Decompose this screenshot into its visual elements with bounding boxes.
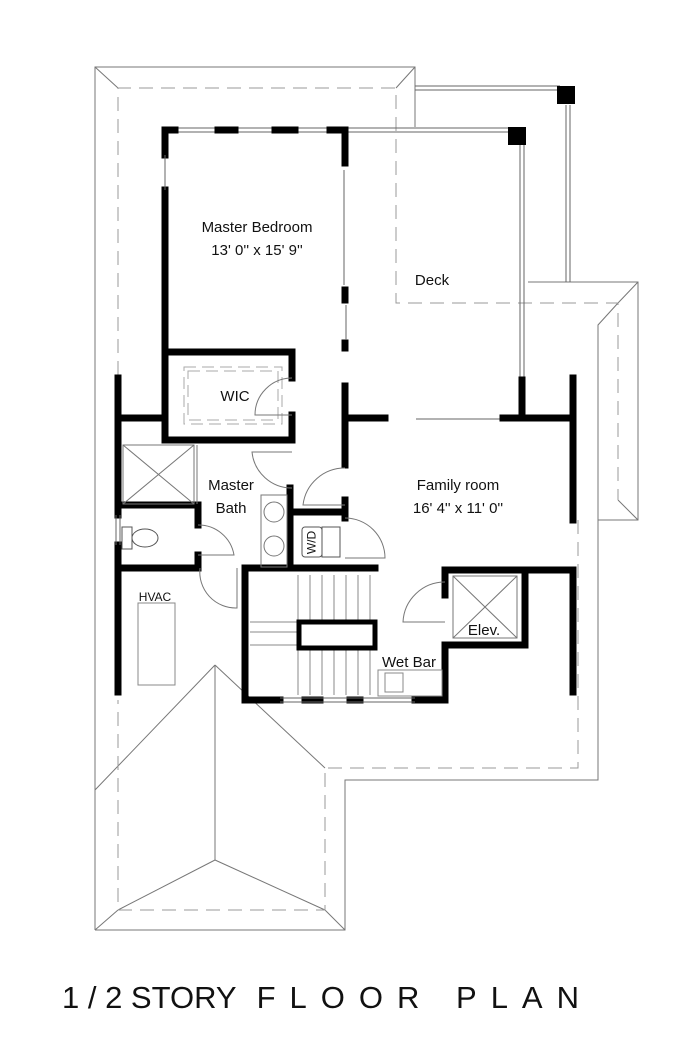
master-bedroom-name: Master Bedroom (201, 219, 313, 236)
wet-bar-counter (377, 669, 443, 697)
family-room-size: 16' 4'' x 11' 0'' (412, 500, 504, 517)
master-bath-line2: Bath (215, 500, 247, 517)
master-bath-line1: Master (208, 477, 254, 494)
door-swings (197, 377, 446, 623)
walls (114, 126, 577, 704)
shower (122, 444, 198, 505)
plan-title: 1 / 2 STORY FLOOR PLAN (62, 980, 593, 1016)
wet-bar-label: Wet Bar (382, 654, 436, 671)
plan-title-part2: FLOOR PLAN (256, 980, 593, 1015)
elevator-shaft (452, 575, 518, 639)
washer-dryer (301, 526, 341, 558)
wic-shelving (183, 366, 283, 425)
toilet-icon (121, 526, 159, 550)
washer-dryer-label: W/D (304, 530, 319, 555)
roof-outline (94, 66, 639, 931)
hvac-label: HVAC (138, 590, 172, 604)
deck-posts (508, 86, 575, 145)
wic-label: WIC (220, 388, 250, 405)
roof-dashed-lines (117, 87, 619, 911)
family-room-name: Family room (416, 477, 500, 494)
elevator-label: Elev. (467, 622, 501, 639)
deck-label: Deck (414, 272, 450, 289)
stairs (250, 575, 371, 695)
hvac-unit (137, 602, 176, 686)
family-room-label: Family room 16' 4'' x 11' 0'' (413, 474, 503, 520)
master-bath-label: Master Bath (208, 474, 254, 520)
stair-center-wall (296, 619, 378, 651)
windows (115, 155, 415, 703)
master-bedroom-label: Master Bedroom 13' 0'' x 15' 9'' (202, 216, 313, 262)
vanity-sinks (260, 494, 288, 568)
plan-title-part1: 1 / 2 STORY (62, 980, 237, 1015)
master-bedroom-size: 13' 0'' x 15' 9'' (211, 242, 303, 259)
